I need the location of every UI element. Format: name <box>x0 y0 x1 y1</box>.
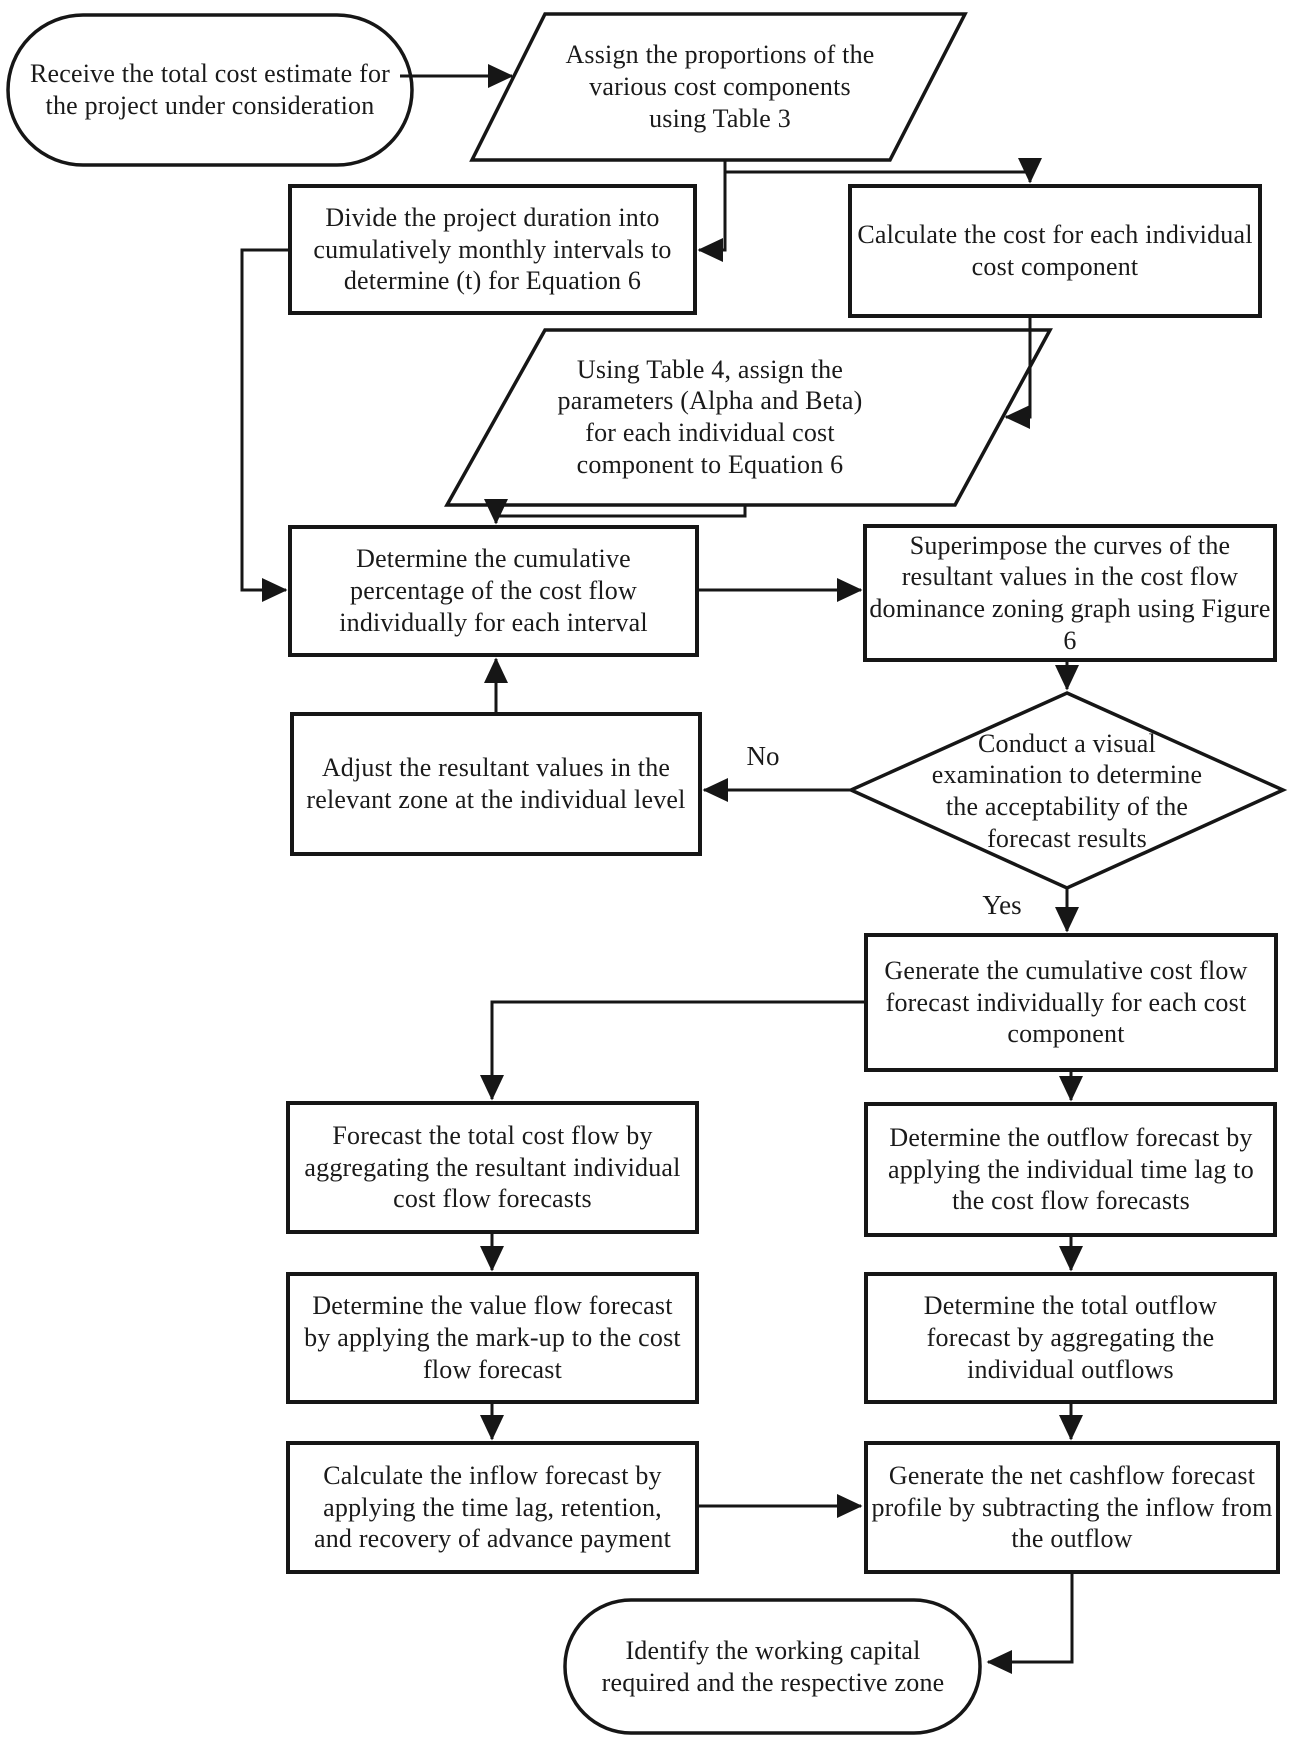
divide-duration-label: Divide the project duration into cumulat… <box>313 202 672 296</box>
adjust-values-box: Adjust the resultant values in the relev… <box>306 718 686 850</box>
assign-parameters-label: Using Table 4, assign the parameters (Al… <box>557 354 863 479</box>
connector-assign-proportions-to-calculate-cost <box>725 158 1042 184</box>
assign-parameters-parallelogram-shape <box>444 328 1053 507</box>
superimpose-curves-label: Superimpose the curves of the resultant … <box>869 530 1271 655</box>
generate-cumulative-forecast-box-shape <box>864 933 1278 1072</box>
determine-outflow-box: Determine the outflow forecast by applyi… <box>876 1107 1266 1232</box>
generate-net-cashflow-label: Generate the net cashflow forecast profi… <box>871 1460 1273 1554</box>
determine-cumulative-percentage-label: Determine the cumulative percentage of t… <box>339 544 648 637</box>
determine-total-outflow-box-shape <box>864 1272 1277 1404</box>
determine-cumulative-percentage-box-shape <box>288 525 699 657</box>
superimpose-curves-box-shape <box>863 524 1277 662</box>
assign-proportions-label: Assign the proportions of the various co… <box>565 40 875 133</box>
superimpose-curves-box: Superimpose the curves of the resultant … <box>868 528 1272 658</box>
calculate-inflow-box: Calculate the inflow forecast by applyin… <box>310 1445 675 1570</box>
edge-label-yes: Yes <box>982 890 1022 920</box>
generate-net-cashflow-box-shape <box>864 1441 1280 1574</box>
determine-outflow-label: Determine the outflow forecast by applyi… <box>888 1122 1254 1216</box>
determine-cumulative-percentage-box: Determine the cumulative percentage of t… <box>315 530 672 652</box>
calculate-inflow-label: Calculate the inflow forecast by applyin… <box>313 1460 672 1554</box>
calculate-cost-box: Calculate the cost for each individual c… <box>855 188 1255 314</box>
visual-examination-label: Conduct a visual examination to determin… <box>931 728 1203 853</box>
visual-examination-diamond: Conduct a visual examination to determin… <box>917 703 1217 879</box>
calculate-cost-box-shape <box>848 184 1262 318</box>
identify-working-capital-label: Identify the working capital required an… <box>601 1635 945 1697</box>
adjust-values-box-shape <box>290 712 702 856</box>
forecast-total-cost-flow-label: Forecast the total cost flow by aggregat… <box>304 1120 681 1214</box>
edge-label-no: No <box>746 741 780 771</box>
determine-value-flow-box: Determine the value flow forecast by app… <box>298 1277 687 1399</box>
calculate-cost-label: Calculate the cost for each individual c… <box>857 220 1253 281</box>
determine-value-flow-label: Determine the value flow forecast by app… <box>304 1291 681 1384</box>
start-terminator: Receive the total cost estimate for the … <box>18 20 402 160</box>
forecast-total-cost-flow-box-shape <box>286 1101 699 1234</box>
connector-divide-duration-to-determine-cumulative <box>240 248 290 602</box>
adjust-values-label: Adjust the resultant values in the relev… <box>306 753 686 814</box>
divide-duration-box: Divide the project duration into cumulat… <box>292 188 693 311</box>
assign-proportions-parallelogram: Assign the proportions of the various co… <box>565 16 875 158</box>
generate-cumulative-forecast-box: Generate the cumulative cost flow foreca… <box>881 938 1251 1067</box>
generate-net-cashflow-box: Generate the net cashflow forecast profi… <box>871 1446 1273 1569</box>
connector-assign-parameters-to-determine-cumulative <box>484 499 747 525</box>
assign-parameters-parallelogram: Using Table 4, assign the parameters (Al… <box>555 333 865 501</box>
connector-assign-proportions-to-divide-duration <box>697 160 727 262</box>
connector-generate-forecast-to-forecast-total <box>480 1000 866 1101</box>
calculate-inflow-box-shape <box>286 1441 699 1574</box>
identify-working-capital-terminator-shape <box>563 1598 982 1735</box>
generate-cumulative-forecast-label: Generate the cumulative cost flow foreca… <box>884 955 1248 1049</box>
determine-total-outflow-box: Determine the total outflow forecast by … <box>886 1277 1255 1399</box>
assign-proportions-parallelogram-shape <box>469 12 968 162</box>
divide-duration-box-shape <box>288 184 697 315</box>
start-label: Receive the total cost estimate for the … <box>29 59 391 120</box>
identify-working-capital-terminator: Identify the working capital required an… <box>598 1604 948 1729</box>
forecast-total-cost-flow-box: Forecast the total cost flow by aggregat… <box>290 1106 695 1229</box>
connector-net-cashflow-to-identify-working-capital <box>986 1572 1074 1674</box>
connector-calculate-cost-to-assign-parameters <box>1004 316 1032 429</box>
determine-total-outflow-label: Determine the total outflow forecast by … <box>923 1291 1218 1384</box>
determine-value-flow-box-shape <box>286 1272 699 1404</box>
start-terminator-shape <box>6 13 414 167</box>
